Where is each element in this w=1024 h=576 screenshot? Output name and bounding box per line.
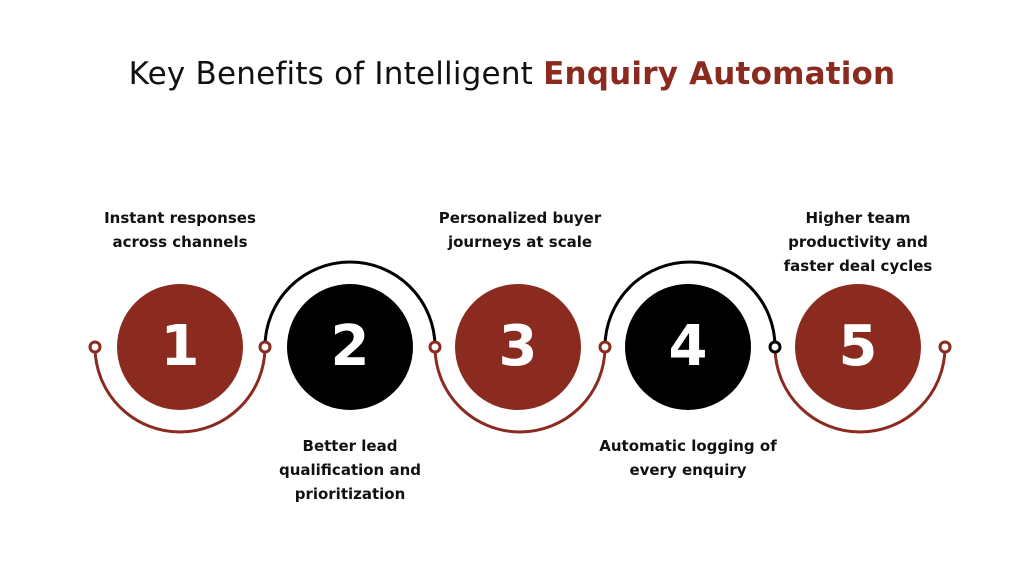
- step-label-3: Personalized buyer journeys at scale: [438, 209, 602, 251]
- step-label-5: Higher team productivity and faster deal…: [783, 209, 933, 275]
- step-circle-4: [625, 284, 751, 410]
- step-label-4: Automatic logging of every enquiry: [599, 437, 777, 479]
- title-accent: Enquiry Automation: [543, 56, 896, 92]
- arc-3: [433, 346, 607, 434]
- arc-4: [603, 260, 777, 348]
- step-number-4: 4: [668, 314, 708, 379]
- arc-1: [93, 346, 267, 434]
- step-label-1: Instant responses across channels: [104, 209, 256, 251]
- step-label-2: Better lead qualification and prioritiza…: [278, 437, 421, 503]
- node-dot: [88, 340, 102, 354]
- page-title: Key Benefits of Intelligent Enquiry Auto…: [0, 56, 1024, 92]
- arc-5: [773, 346, 947, 434]
- step-number-1: 1: [160, 314, 200, 379]
- step-circle-3: [455, 284, 581, 410]
- node-dot: [428, 340, 442, 354]
- node-dot: [938, 340, 952, 354]
- step-number-2: 2: [330, 314, 370, 379]
- step-circle-5: [795, 284, 921, 410]
- node-dot: [768, 340, 782, 354]
- step-number-5: 5: [838, 314, 878, 379]
- title-prefix: Key Benefits of Intelligent: [128, 56, 544, 92]
- node-dot: [258, 340, 272, 354]
- arc-2: [263, 260, 437, 348]
- step-number-3: 3: [498, 314, 538, 379]
- step-circle-1: [117, 284, 243, 410]
- step-circle-2: [287, 284, 413, 410]
- node-dot: [598, 340, 612, 354]
